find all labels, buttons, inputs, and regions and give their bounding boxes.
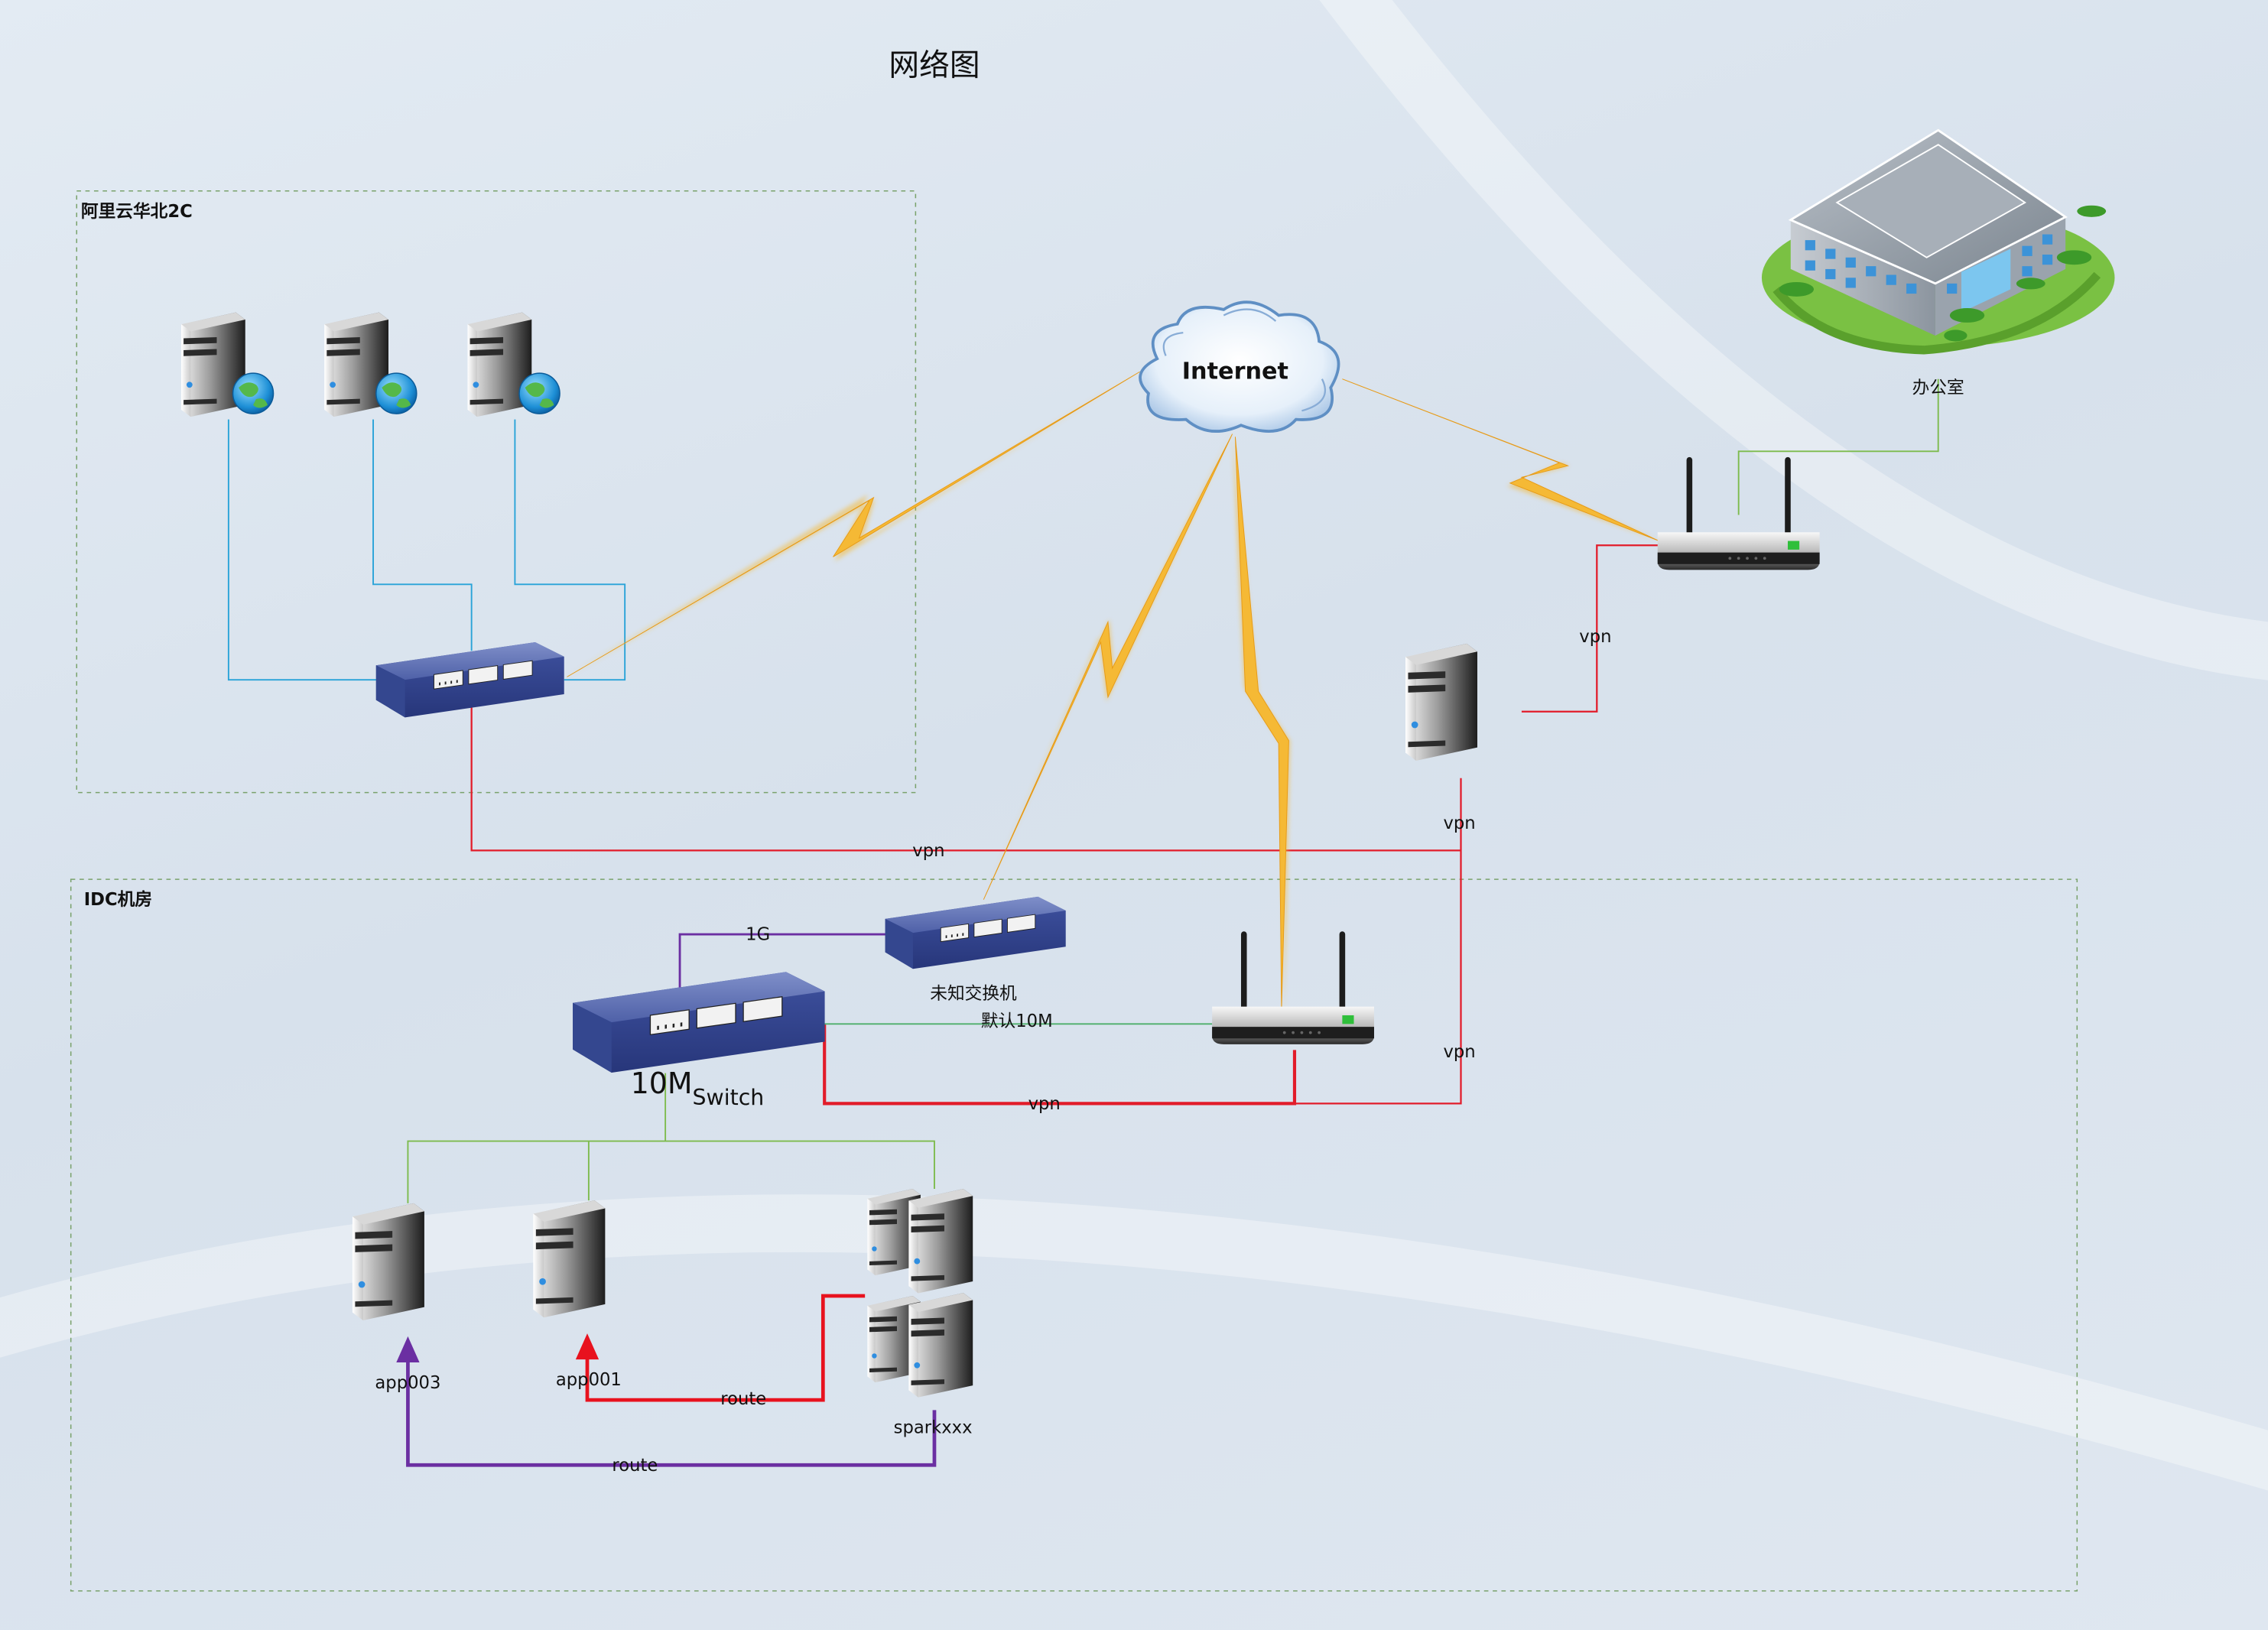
group-idc: [70, 878, 2078, 1592]
group-idc-label: IDC机房: [84, 889, 152, 910]
office-link: [1737, 378, 1939, 515]
app001-server[interactable]: [533, 1200, 606, 1318]
diagram-title: 网络图: [889, 47, 980, 83]
unknown-switch-label: 未知交换机: [930, 984, 1017, 1004]
aliyun-lan-links: [227, 419, 626, 681]
office-label: 办公室: [1912, 378, 1964, 398]
app003-server[interactable]: [352, 1203, 424, 1321]
vpn-idc-router-label: vpn: [1443, 1042, 1475, 1062]
main-switch-label-small: Switch: [693, 1085, 765, 1110]
internet-wireless-links: [567, 369, 1661, 1013]
aliyun-web-server-1[interactable]: [180, 312, 275, 417]
route-app001-label: route: [720, 1389, 766, 1409]
vpn-office-label: vpn: [1579, 627, 1611, 647]
app003-label: app003: [375, 1373, 440, 1393]
aliyun-web-server-2[interactable]: [324, 312, 418, 417]
vpn-links: [470, 544, 1661, 1106]
spark-label: sparkxxx: [894, 1418, 973, 1438]
main-switch-label: 10MSwitch: [631, 1067, 765, 1110]
group-aliyun: [76, 190, 917, 794]
vpn-server[interactable]: [1405, 643, 1477, 761]
app001-label: app001: [556, 1370, 622, 1390]
main-switch-label-big: 10M: [631, 1067, 693, 1100]
spark-cluster[interactable]: [867, 1188, 973, 1398]
default-10m-label: 默认10M: [981, 1011, 1053, 1031]
background-decoration: [0, 0, 2268, 1518]
internet-label: Internet: [1182, 359, 1288, 385]
aliyun-web-server-3[interactable]: [467, 312, 561, 417]
idc-lan-links: [407, 1073, 935, 1203]
route-app003-label: route: [612, 1456, 658, 1476]
office-building-icon[interactable]: 办公室: [1761, 128, 2115, 398]
vpn-switch-label: vpn: [1028, 1094, 1061, 1114]
group-aliyun-label: 阿里云华北2C: [81, 201, 193, 222]
main-switch[interactable]: [571, 970, 826, 1074]
route-links: [396, 1294, 937, 1467]
link-1g-label: 1G: [746, 925, 770, 945]
uplink-1g: [678, 933, 892, 989]
unknown-switch[interactable]: [884, 895, 1067, 970]
vpn-aliyun-label: vpn: [912, 841, 944, 861]
aliyun-switch[interactable]: [375, 641, 565, 719]
idc-router[interactable]: [1212, 931, 1375, 1044]
vpn-server-label: vpn: [1443, 813, 1475, 833]
internet-cloud[interactable]: Internet: [1139, 300, 1340, 433]
